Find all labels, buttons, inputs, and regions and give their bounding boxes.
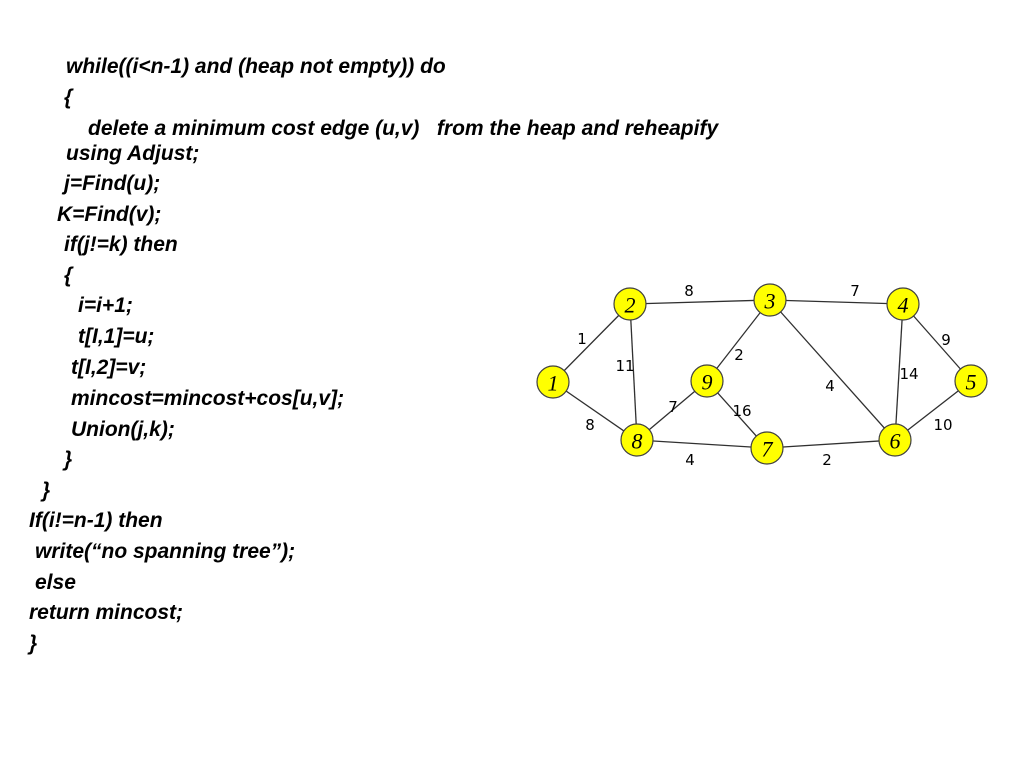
graph-edge-4-5 (902, 303, 972, 382)
edge-weight-label: 7 (668, 398, 678, 416)
graph-edge-2-3 (629, 299, 771, 305)
code-line: else (35, 571, 76, 594)
edge-weight-label: 4 (825, 377, 835, 395)
code-line: { (64, 264, 73, 287)
code-line: while((i<n-1) and (heap not empty)) do (66, 55, 446, 78)
graph-node-5 (954, 364, 988, 398)
code-line: delete a minimum cost edge (u,v) from th… (88, 117, 719, 140)
graph-edge-2-8 (629, 303, 638, 441)
graph-edge-4-6 (894, 303, 904, 441)
edge-weight-label: 8 (684, 282, 694, 300)
graph-node-3 (753, 283, 787, 317)
edge-weight-label: 8 (585, 416, 595, 434)
code-line: i=i+1; (78, 294, 133, 317)
graph-node-label: 3 (764, 289, 776, 314)
graph-node-1 (536, 365, 570, 399)
code-line: K=Find(v); (57, 203, 162, 226)
code-line: write(“no spanning tree”); (35, 540, 296, 563)
code-line: j=Find(u); (64, 172, 161, 195)
graph-edge-7-6 (766, 439, 896, 449)
code-line: } (42, 479, 51, 502)
graph-edge-3-9 (706, 299, 771, 382)
edge-weight-label: 11 (615, 357, 634, 375)
code-line: { (64, 86, 73, 109)
graph-edge-1-2 (552, 303, 631, 383)
code-line: if(j!=k) then (64, 233, 178, 256)
graph-node-label: 5 (966, 370, 977, 395)
edge-weight-label: 16 (732, 402, 751, 420)
graph-node-9 (690, 364, 724, 398)
edge-weight-label: 14 (899, 365, 918, 383)
edge-weight-label: 10 (933, 416, 952, 434)
graph-edge-1-8 (552, 381, 638, 441)
edge-weight-label: 2 (734, 346, 744, 364)
code-line: t[I,2]=v; (71, 356, 147, 379)
graph-node-8 (620, 423, 654, 457)
graph-node-4 (886, 287, 920, 321)
code-line: t[I,1]=u; (78, 325, 155, 348)
graph-edge-8-7 (636, 439, 768, 449)
code-line: } (29, 632, 38, 655)
edge-weight-label: 1 (577, 330, 587, 348)
edge-weight-label: 9 (941, 331, 951, 349)
code-line: using Adjust; (66, 142, 200, 165)
graph-node-label: 1 (548, 371, 559, 396)
graph-node-label: 7 (762, 437, 774, 462)
graph-node-6 (878, 423, 912, 457)
graph-edge-3-6 (769, 299, 896, 441)
graph-node-label: 9 (702, 370, 713, 395)
code-line: mincost=mincost+cos[u,v]; (71, 387, 345, 410)
graph-node-label: 6 (890, 429, 901, 454)
graph-node-label: 4 (898, 293, 909, 318)
edge-weight-label: 4 (685, 451, 695, 469)
graph-node-2 (613, 287, 647, 321)
code-line: If(i!=n-1) then (29, 509, 163, 532)
code-line: return mincost; (29, 601, 184, 624)
graph-node-label: 2 (625, 293, 636, 318)
graph-node-7 (750, 431, 784, 465)
graph-node-label: 8 (632, 429, 643, 454)
graph-edge-3-4 (769, 299, 904, 305)
edge-weight-label: 7 (850, 282, 860, 300)
code-line: Union(j,k); (71, 418, 175, 441)
code-line: } (64, 448, 73, 471)
edge-weight-label: 2 (822, 451, 832, 469)
